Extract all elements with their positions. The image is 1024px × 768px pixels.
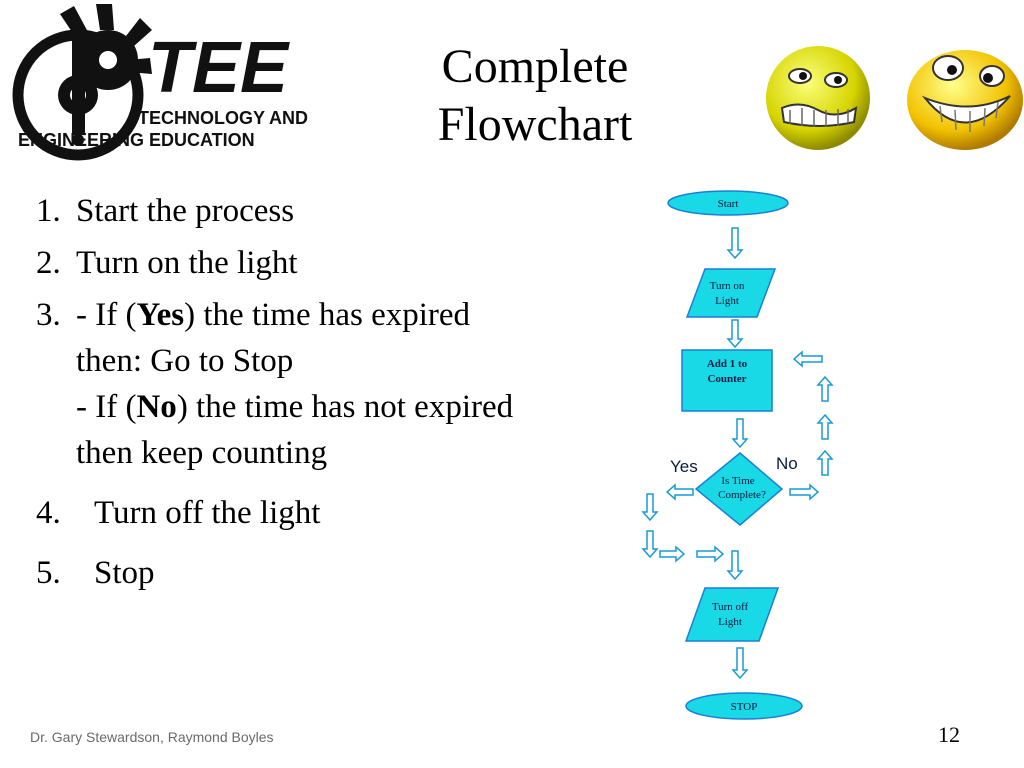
step-text: Turn off the light (94, 495, 321, 531)
step-number: 3. (36, 297, 61, 333)
step-number: 1. (36, 193, 61, 229)
flow-arrow-down (641, 493, 659, 522)
footer-authors: Dr. Gary Stewardson, Raymond Boyles (30, 729, 274, 745)
label-no: No (776, 454, 798, 473)
page-number: 12 (938, 722, 960, 747)
flow-arrows (641, 227, 834, 680)
node-add-counter: Add 1 to Counter (681, 349, 773, 412)
title-line-1: Complete (441, 40, 629, 93)
yes-keyword: Yes (136, 297, 185, 333)
flow-arrow-right (789, 483, 820, 501)
nervous-face-icon (766, 46, 870, 150)
step-text: Stop (94, 555, 155, 591)
emoji-faces (766, 46, 1023, 150)
flow-arrow-up (816, 449, 834, 476)
step-3-yes-branch: - If (Yes) the time has expired then: Go… (76, 297, 471, 379)
title-line-2: Flowchart (437, 98, 633, 151)
svg-text:STOP: STOP (731, 701, 758, 713)
logo-line-1: TECHNOLOGY AND (138, 108, 308, 128)
svg-text:Turn off: Turn off (712, 601, 749, 613)
gear-icon (12, 4, 152, 161)
node-turn-off-light: Turn off Light (684, 587, 780, 642)
flow-arrow-left (792, 350, 823, 368)
step-4: 4. Turn off the light (36, 490, 526, 536)
step-2: 2. Turn on the light (36, 240, 526, 286)
flowchart: Start Turn on Light Add 1 to Counter Is … (641, 190, 834, 720)
flow-arrow-down (726, 319, 744, 349)
flow-arrow-up (816, 375, 834, 402)
svg-text:Complete?: Complete? (718, 489, 766, 501)
tee-logo: TEE TECHNOLOGY AND ENGINEERING EDUCATION (12, 4, 308, 161)
step-3: 3. - If (Yes) the time has expired then:… (36, 292, 526, 476)
flow-arrow-down (726, 550, 744, 581)
flow-arrow-down (731, 647, 749, 680)
steps-list: 1. Start the process 2. Turn on the ligh… (36, 188, 526, 610)
label-yes: Yes (670, 457, 698, 476)
svg-text:Turn on: Turn on (710, 280, 745, 292)
flow-arrow-down (726, 227, 744, 260)
flow-arrow-down (731, 418, 749, 449)
step-number: 5. (36, 555, 61, 591)
flow-arrow-left (665, 483, 694, 501)
step-5: 5. Stop (36, 550, 526, 596)
step-3-no-branch: - If (No) the time has not expired then … (76, 389, 514, 471)
flow-arrow-down (641, 530, 659, 559)
svg-text:Counter: Counter (707, 373, 746, 385)
step-number: 4. (36, 495, 61, 531)
node-stop: STOP (685, 692, 803, 720)
no-keyword: No (136, 389, 177, 425)
step-number: 2. (36, 245, 61, 281)
node-decision: Is Time Complete? (694, 452, 784, 526)
step-text: Turn on the light (76, 245, 298, 281)
grinning-face-icon (907, 50, 1023, 150)
step-text: Start the process (76, 193, 295, 229)
svg-text:Light: Light (715, 295, 739, 307)
svg-text:Add 1 to: Add 1 to (707, 358, 748, 370)
flow-arrow-right (659, 545, 686, 563)
node-turn-on-light: Turn on Light (685, 268, 777, 318)
node-start: Start (667, 190, 789, 216)
flow-arrow-right (696, 545, 725, 563)
logo-brand: TEE (148, 28, 290, 108)
step-1: 1. Start the process (36, 188, 526, 234)
svg-text:Start: Start (718, 198, 739, 210)
svg-text:Light: Light (718, 616, 742, 628)
slide-title: Complete Flowchart (395, 38, 675, 154)
svg-text:Is Time: Is Time (721, 475, 754, 487)
logo-line-2: ENGINEERING EDUCATION (18, 130, 255, 150)
flow-arrow-up (816, 413, 834, 440)
